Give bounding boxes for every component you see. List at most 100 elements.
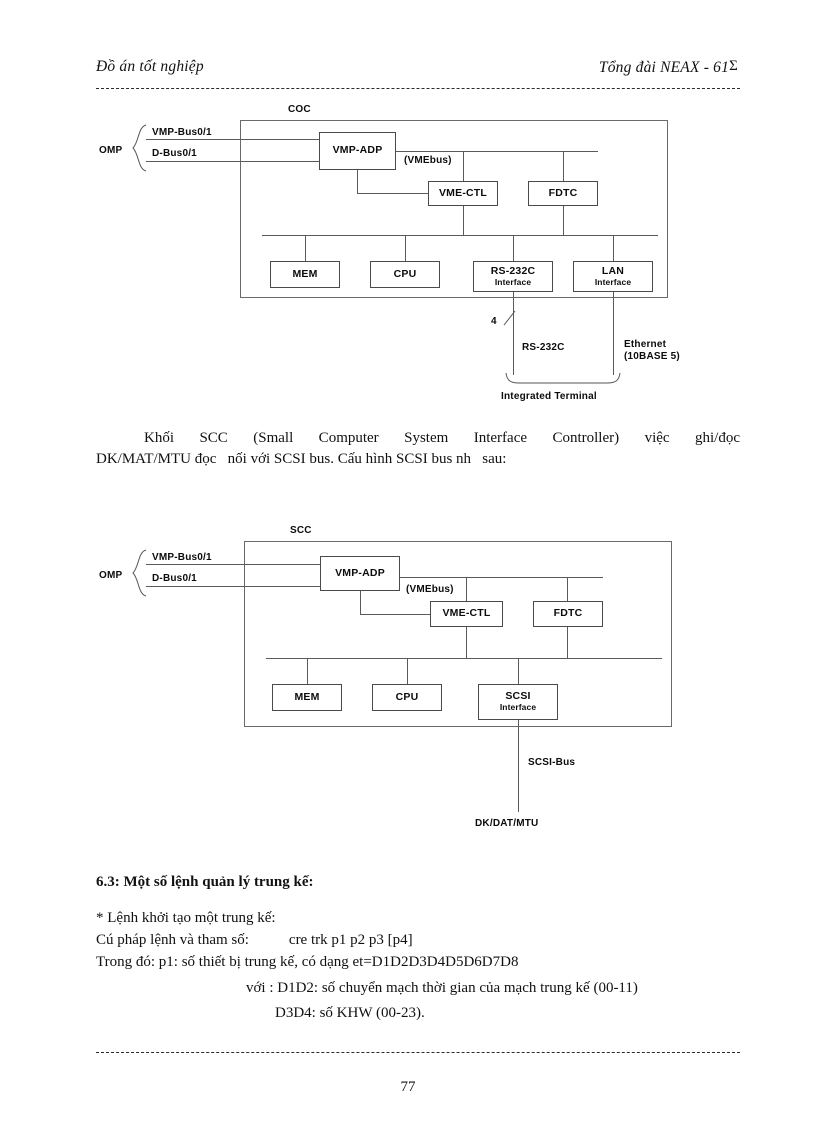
box-lan-line2: Interface [594, 276, 632, 287]
sigma-symbol: Σ [729, 58, 738, 74]
command-p1-line: Trong đó: p1: số thiết bị trung kế, có d… [96, 954, 519, 970]
fdtc-to-rail-scc [567, 627, 568, 658]
rail-to-mem [305, 235, 306, 261]
box-vme-ctl-label: VME-CTL [438, 186, 488, 199]
integrated-terminal-bracket-icon [505, 372, 621, 384]
rail-to-vmectl-scc [466, 577, 467, 601]
section-number: 6.3 [96, 874, 115, 890]
rail-to-fdtc [563, 151, 564, 181]
command-syntax-value: cre trk p1 p2 p3 [p4] [288, 932, 413, 948]
box-fdtc-scc: FDTC [533, 601, 603, 627]
box-scsi-line2: Interface [499, 702, 537, 713]
footer-divider [96, 1052, 740, 1053]
box-mem: MEM [270, 261, 340, 288]
section-heading: 6.3: Một số lệnh quản lý trung kế: [96, 872, 314, 894]
box-mem-label-scc: MEM [294, 690, 320, 703]
ethernet-label: Ethernet (10BASE 5) [624, 339, 680, 363]
command-line-star: * Lệnh khởi tạo một trung kế: [96, 910, 276, 926]
vmectl-to-rail-scc [466, 627, 467, 658]
box-mem-label: MEM [292, 267, 318, 280]
system-bus-rail-scc [266, 658, 662, 659]
vmebus-top-rail-scc [400, 577, 603, 578]
system-bus-rail [262, 235, 658, 236]
box-scsi-line1: SCSI [505, 690, 531, 703]
fdtc-to-rail [563, 206, 564, 235]
vmp-bus-label-scc: VMP-Bus0/1 [152, 552, 212, 563]
box-cpu-scc: CPU [372, 684, 442, 711]
omp-label: OMP [99, 145, 123, 156]
box-scsi-interface: SCSI Interface [478, 684, 558, 720]
header-divider [96, 88, 740, 89]
vmebus-top-rail [396, 151, 598, 152]
multiplicity-label: 4 [491, 316, 497, 327]
multiplicity-slash-icon [503, 310, 516, 326]
diagram-coc-title: COC [288, 104, 311, 115]
box-cpu-label-scc: CPU [395, 690, 419, 703]
header-left-title: Đồ án tốt nghiệp [96, 58, 204, 75]
command-syntax-label: Cú pháp lệnh và tham số: [96, 932, 249, 948]
rs232c-cable [513, 292, 514, 375]
coc-container [240, 120, 668, 298]
box-cpu-label: CPU [393, 267, 417, 280]
box-rs232c-line2: Interface [494, 276, 532, 287]
paragraph-scc-line1: Khối SCC (Small Computer System Interfac… [144, 430, 740, 446]
omp-bracket-icon-scc [132, 549, 147, 597]
rail-to-lan [613, 235, 614, 261]
scc-container [244, 541, 672, 727]
d-bus-line [146, 161, 319, 162]
diagram-scc-title: SCC [290, 525, 312, 536]
paragraph-scc: Khối SCC (Small Computer System Interfac… [96, 428, 740, 471]
vmp-bus-line-scc [146, 564, 320, 565]
d-bus-label-scc: D-Bus0/1 [152, 573, 197, 584]
box-vme-ctl-scc: VME-CTL [430, 601, 503, 627]
paragraph-scc-line2: DK/MAT/MTU đọc nối với SCSI bus. Cấu hìn… [96, 451, 507, 468]
omp-bracket-icon [132, 124, 147, 172]
ethernet-line1: Ethernet [624, 339, 667, 350]
vmp-adp-drop-scc [360, 591, 361, 614]
rail-to-vmectl [463, 151, 464, 181]
d-bus-label: D-Bus0/1 [152, 148, 197, 159]
box-mem-scc: MEM [272, 684, 342, 711]
vmebus-label: (VMEbus) [404, 155, 452, 166]
box-vme-ctl-label-scc: VME-CTL [442, 607, 491, 620]
scsi-bus-label: SCSI-Bus [528, 757, 576, 768]
scsi-bus-cable [518, 720, 519, 812]
box-lan-interface: LAN Interface [573, 261, 653, 292]
header-right-text: Tổng đài NEAX - 61 [598, 59, 730, 76]
dk-dat-mtu-label: DK/DAT/MTU [475, 818, 539, 829]
rail-to-scsi-scc [518, 658, 519, 684]
box-vmp-adp-label: VMP-ADP [332, 144, 383, 157]
vmebus-label-scc: (VMEbus) [406, 584, 454, 595]
box-fdtc: FDTC [528, 181, 598, 206]
box-rs232c-interface: RS-232C Interface [473, 261, 553, 292]
header-right-title: Tổng đài NEAX - 61Σ [599, 58, 738, 77]
box-cpu: CPU [370, 261, 440, 288]
box-vmp-adp: VMP-ADP [319, 132, 396, 170]
vmp-bus-label: VMP-Bus0/1 [152, 127, 212, 138]
vmp-adp-drop [357, 170, 358, 193]
rail-to-rs232c [513, 235, 514, 261]
rail-to-cpu-scc [407, 658, 408, 684]
ethernet-line2: (10BASE 5) [624, 351, 680, 362]
vmp-adp-to-vmectl [357, 193, 428, 194]
diagram-scc: SCC OMP VMP-Bus0/1 D-Bus0/1 VMP-ADP (VME… [99, 525, 672, 829]
page-number: 77 [400, 1079, 416, 1095]
omp-label-scc: OMP [99, 570, 123, 581]
command-syntax-line: Cú pháp lệnh và tham số: cre trk p1 p2 p3… [96, 930, 413, 952]
command-d3d4-line: D3D4: số KHW (00-23). [275, 1005, 425, 1021]
box-vmp-adp-label-scc: VMP-ADP [335, 566, 385, 579]
box-rs232c-line1: RS-232C [490, 264, 536, 277]
box-fdtc-label-scc: FDTC [553, 607, 583, 620]
box-vmp-adp-scc: VMP-ADP [320, 556, 400, 591]
vmectl-to-rail [463, 206, 464, 235]
rs232c-bus-label: RS-232C [522, 342, 565, 353]
box-lan-line1: LAN [601, 264, 625, 277]
section-title: : Một số lệnh quản lý trung kế: [114, 874, 314, 890]
box-vme-ctl: VME-CTL [428, 181, 498, 206]
integrated-terminal-label: Integrated Terminal [501, 391, 597, 402]
rail-to-mem-scc [307, 658, 308, 684]
ethernet-cable [613, 292, 614, 375]
box-fdtc-label: FDTC [548, 186, 578, 199]
page-header: Đồ án tốt nghiệp Tổng đài NEAX - 61Σ [96, 58, 738, 82]
